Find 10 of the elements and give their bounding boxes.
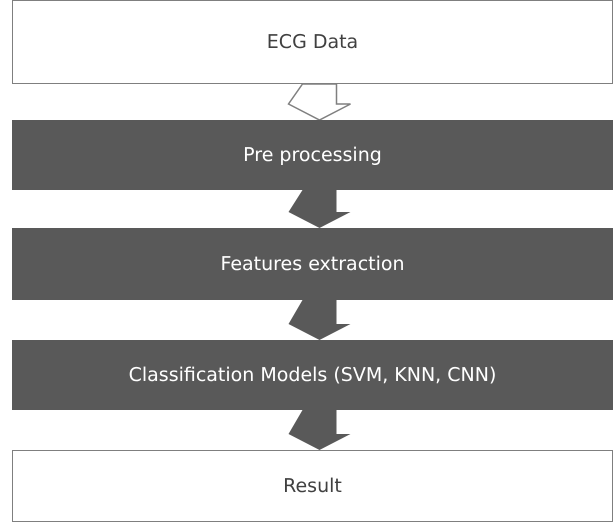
process-box	[12, 450, 613, 522]
box-label: Result	[283, 475, 342, 497]
box-label: Features extraction	[220, 253, 405, 275]
block-arrow	[287, 83, 352, 121]
block-arrow	[288, 410, 350, 450]
block-arrow	[288, 300, 350, 340]
box-label: ECG Data	[266, 31, 358, 53]
block-arrow	[288, 190, 350, 228]
box-label: Classification Models (SVM, KNN, CNN)	[128, 364, 496, 386]
box-label: Pre processing	[243, 144, 382, 166]
